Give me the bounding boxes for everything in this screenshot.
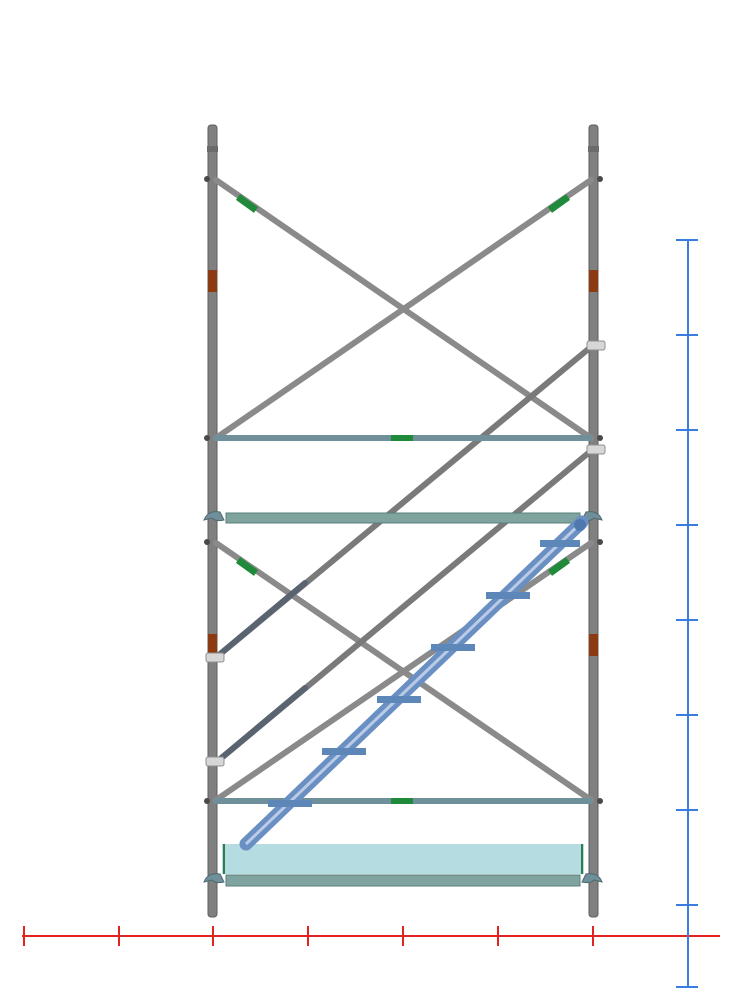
lower-brace-green-left bbox=[235, 557, 259, 576]
deck-board bbox=[222, 844, 584, 874]
pin-icon bbox=[597, 539, 603, 545]
stair-tread bbox=[431, 644, 475, 651]
lower-platform-hook-left bbox=[203, 873, 225, 884]
frame-pins bbox=[204, 176, 603, 804]
stair-assembly bbox=[239, 515, 589, 851]
diagonal-guard-braces bbox=[216, 343, 595, 763]
ledger-upper-green bbox=[391, 435, 413, 441]
clamp-icon bbox=[586, 340, 606, 351]
left-post-joint-top bbox=[207, 146, 218, 152]
right-post-band-upper bbox=[589, 270, 598, 292]
lower-cross-bracing bbox=[213, 540, 594, 803]
lower-brace-ascending bbox=[213, 540, 594, 803]
pin-icon bbox=[204, 798, 210, 804]
left-post-band-lower bbox=[208, 634, 217, 656]
stair-tread bbox=[377, 696, 421, 703]
stair-tread bbox=[322, 748, 366, 755]
pin-icon bbox=[597, 435, 603, 441]
ledger-lower-green bbox=[391, 798, 413, 804]
upper-brace-green-right bbox=[547, 194, 571, 213]
stair-tread bbox=[486, 592, 530, 599]
stair-top-hinge bbox=[574, 519, 586, 531]
horizontal-ruler bbox=[22, 926, 720, 946]
upper-platform-deck bbox=[225, 512, 581, 524]
right-post-joint-top bbox=[588, 146, 599, 152]
lower-brace-green-right bbox=[547, 557, 571, 576]
pin-icon bbox=[597, 176, 603, 182]
pin-icon bbox=[204, 176, 210, 182]
stair-treads bbox=[268, 540, 580, 807]
right-post-band-lower bbox=[589, 634, 598, 656]
stair-tread bbox=[268, 800, 312, 807]
pin-icon bbox=[597, 798, 603, 804]
upper-platform-hook-left bbox=[203, 511, 225, 522]
clamp-icon bbox=[205, 756, 225, 767]
pin-icon bbox=[204, 435, 210, 441]
lower-platform-deck bbox=[225, 874, 581, 887]
stair-stringer-inner bbox=[244, 520, 584, 846]
guard-brace-lower-dark-segment bbox=[216, 685, 308, 763]
scaffold-posts bbox=[207, 124, 599, 918]
upper-platform bbox=[203, 511, 603, 524]
pin-icon bbox=[204, 539, 210, 545]
lower-platform-hook-right bbox=[581, 873, 603, 884]
clamp-icon bbox=[205, 652, 225, 663]
clamp-icon bbox=[586, 444, 606, 455]
upper-brace-ascending bbox=[213, 177, 594, 441]
vertical-ruler bbox=[676, 239, 698, 988]
horizontal-ledgers bbox=[214, 435, 592, 804]
stair-tread bbox=[540, 540, 580, 547]
lower-platform bbox=[203, 844, 603, 887]
guard-brace-upper-dark-segment bbox=[216, 580, 308, 658]
left-post-band-upper bbox=[208, 270, 217, 292]
upper-brace-green-left bbox=[235, 194, 259, 213]
upper-cross-bracing bbox=[213, 177, 594, 441]
couplers bbox=[205, 340, 606, 767]
